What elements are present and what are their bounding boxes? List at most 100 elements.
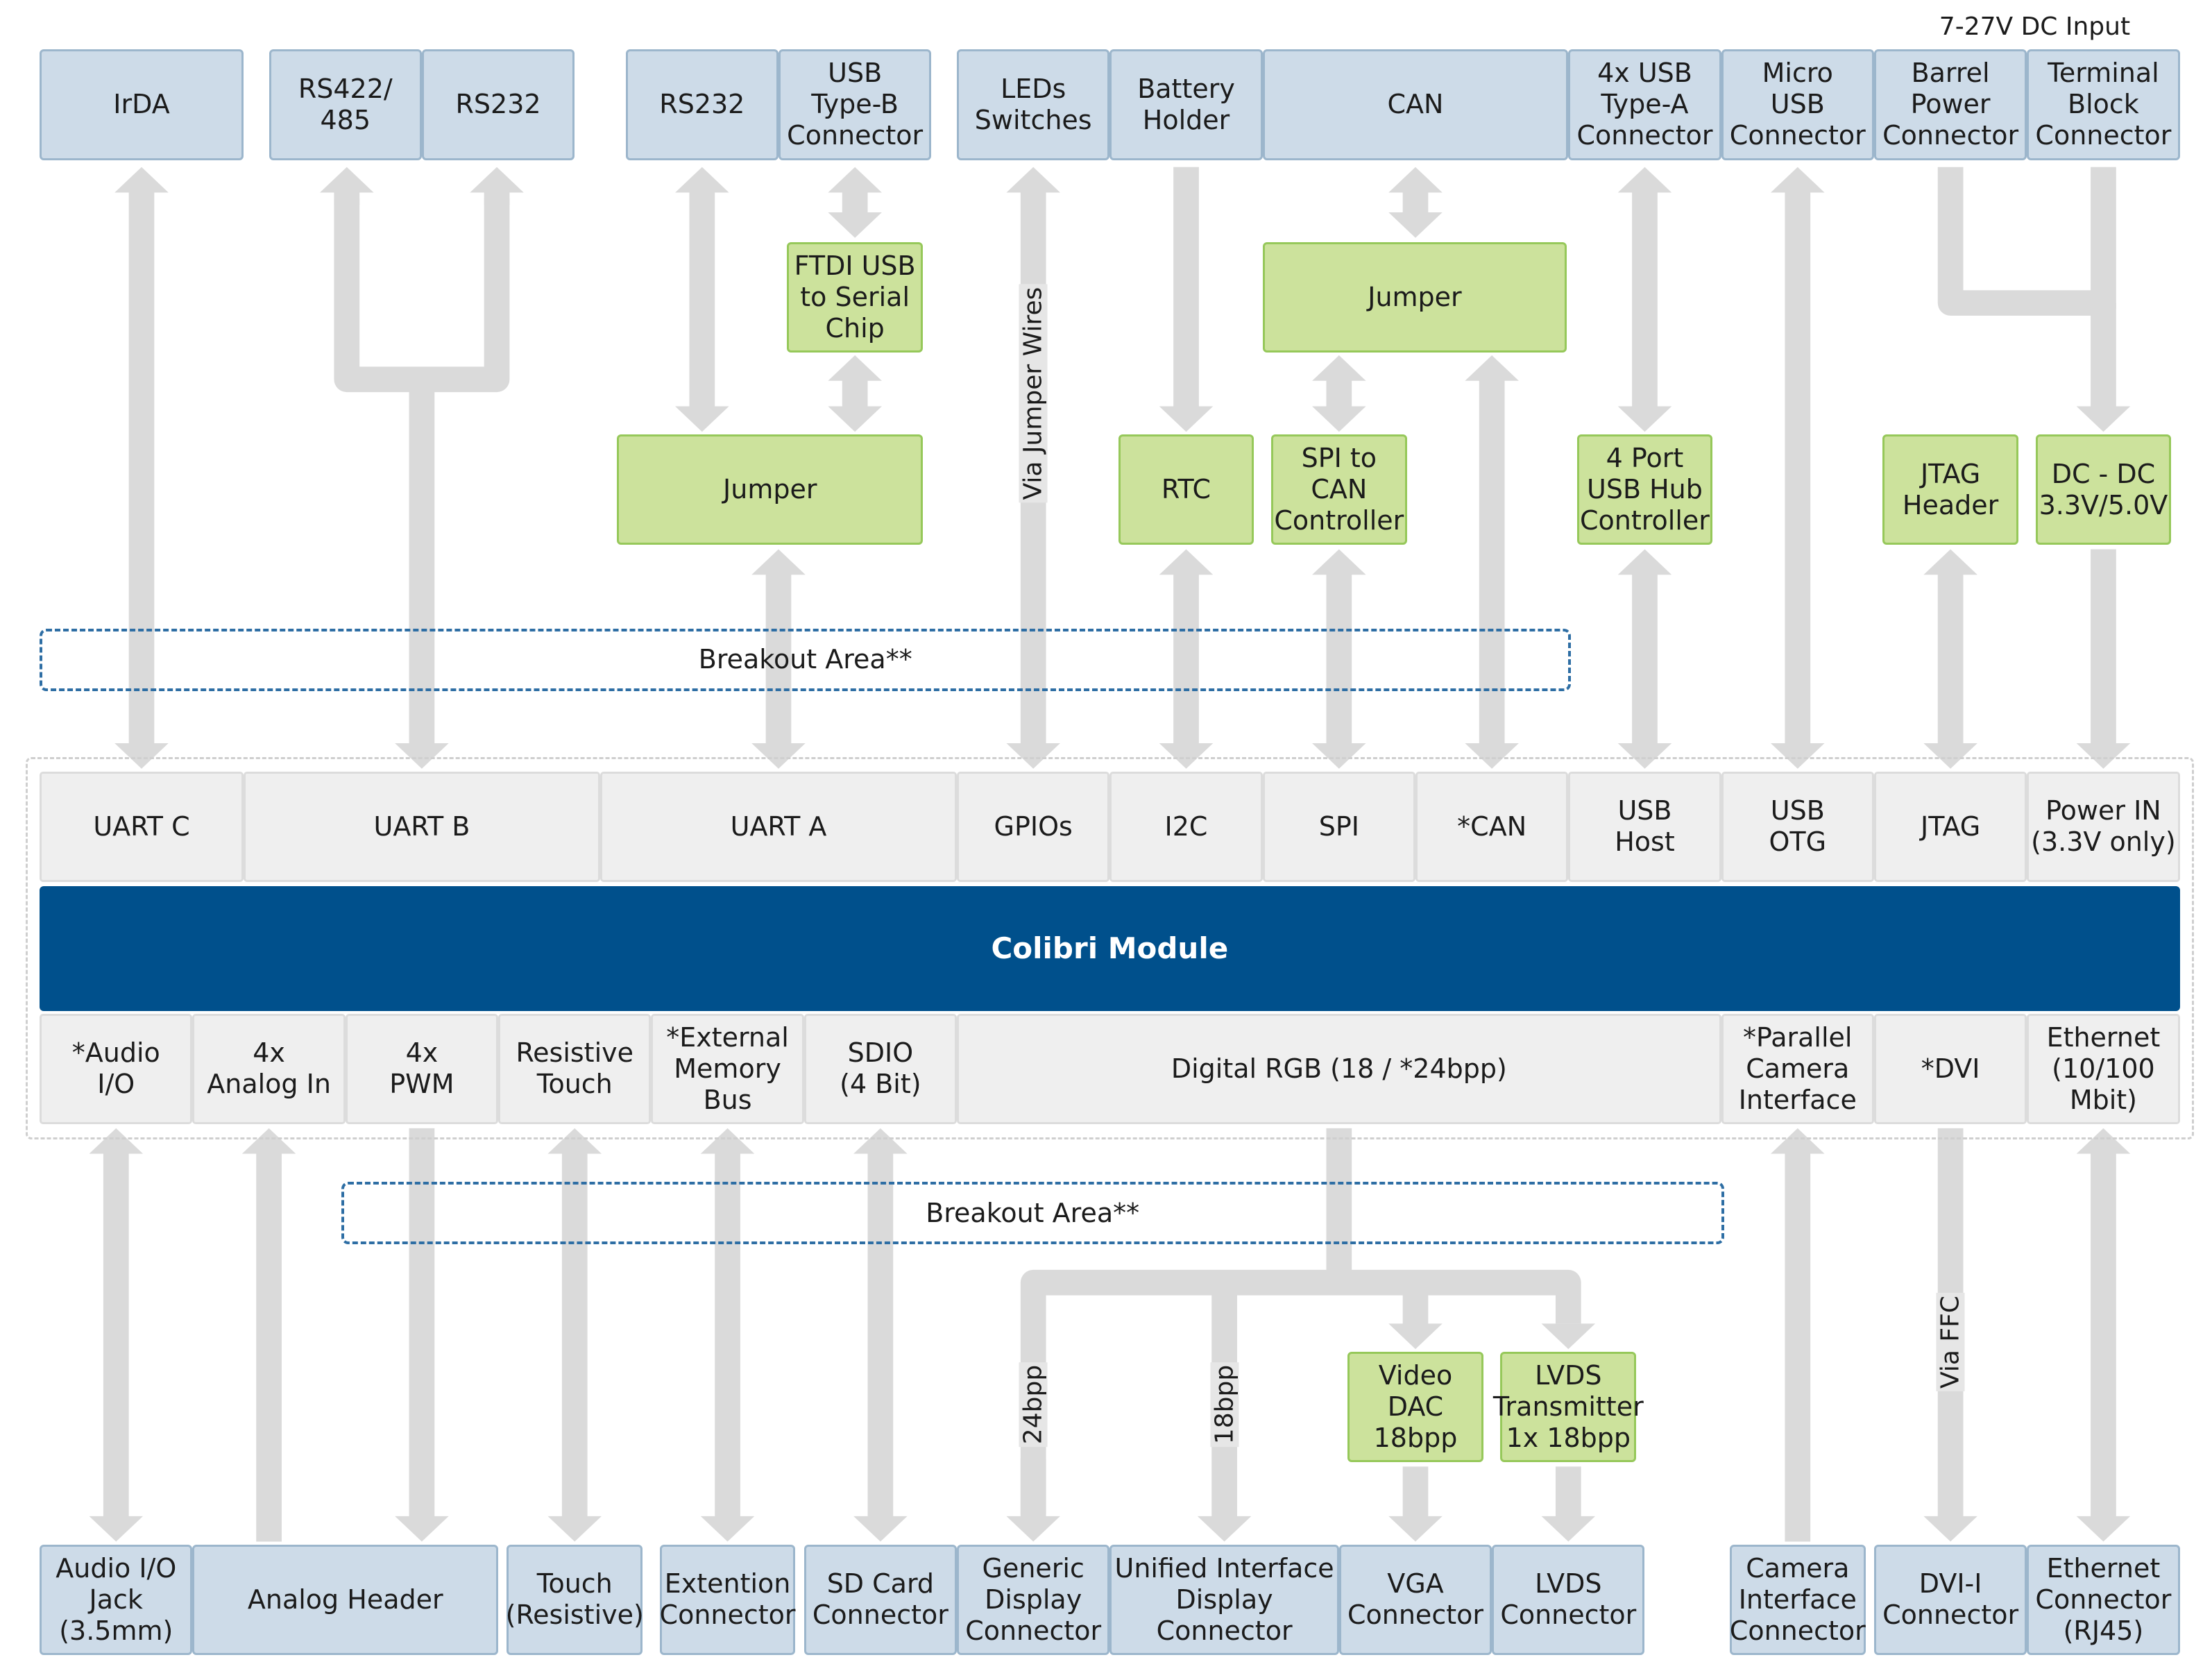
arrow-shaft bbox=[689, 189, 715, 409]
arrow-head bbox=[1006, 167, 1060, 193]
arrow-head bbox=[547, 1516, 602, 1542]
arrow-shaft bbox=[256, 1151, 282, 1542]
arrow-head bbox=[2076, 1516, 2131, 1542]
arrow-shaft bbox=[1632, 189, 1658, 409]
ftdi-chip: FTDI USB to Serial Chip bbox=[787, 241, 924, 353]
arrow-shaft bbox=[2091, 549, 2116, 747]
arrow-head bbox=[1617, 743, 1672, 769]
arrow-head bbox=[1388, 212, 1443, 238]
arrow-shaft bbox=[1632, 572, 1658, 747]
arrow-head bbox=[1006, 743, 1060, 769]
dc-dc-chip: DC - DC 3.3V/5.0V bbox=[2035, 434, 2172, 545]
arrow-head bbox=[89, 1128, 144, 1154]
arrow-head bbox=[114, 743, 169, 769]
arrow-shaft bbox=[1402, 189, 1429, 216]
resistive-touch-interface: Resistive Touch bbox=[498, 1013, 652, 1124]
arrow-head bbox=[395, 743, 449, 769]
arrow-head bbox=[675, 406, 729, 432]
rtc-chip: RTC bbox=[1118, 434, 1254, 545]
leds-switches-connector-box: LEDs Switches bbox=[957, 49, 1110, 160]
arrow-shaft bbox=[2091, 167, 2116, 309]
arrow-head bbox=[1388, 167, 1443, 193]
extention-connector-box: Extention Connector bbox=[660, 1544, 796, 1655]
arrow-head bbox=[1923, 549, 1977, 575]
arrow-head bbox=[1465, 355, 1519, 381]
jtag-header-chip: JTAG Header bbox=[1882, 434, 2019, 545]
arrow-head bbox=[547, 1128, 602, 1154]
arrow-shaft bbox=[1937, 572, 1964, 747]
arrow-shaft bbox=[1020, 1458, 1046, 1519]
uart-c-interface: UART C bbox=[40, 771, 244, 882]
arrow-head bbox=[2076, 406, 2131, 432]
arrow-head bbox=[89, 1516, 144, 1542]
arrow-head bbox=[241, 1128, 296, 1154]
analog-header-connector-box: Analog Header bbox=[192, 1544, 499, 1655]
spi-interface: SPI bbox=[1262, 771, 1415, 882]
arrow-shaft bbox=[1479, 378, 1505, 747]
arrow-head bbox=[1312, 406, 1366, 432]
arrow-head bbox=[1617, 406, 1672, 432]
arrow-head bbox=[1159, 743, 1214, 769]
arrow-head bbox=[1771, 743, 1825, 769]
arrow-shaft bbox=[1402, 1466, 1429, 1519]
18bpp-label: 18bpp bbox=[1210, 1362, 1239, 1447]
sdio-interface: SDIO (4 Bit) bbox=[803, 1013, 958, 1124]
arrow-head bbox=[700, 1516, 755, 1542]
arrow-head bbox=[828, 167, 882, 193]
breakout-area-top: Breakout Area** bbox=[40, 628, 1572, 691]
arrow-head bbox=[1771, 167, 1825, 193]
arrow-head bbox=[675, 167, 729, 193]
arrow-head bbox=[1388, 1323, 1443, 1350]
arrow-head bbox=[1159, 549, 1214, 575]
arrow-head bbox=[1312, 549, 1366, 575]
usb-otg-interface: USB OTG bbox=[1721, 771, 1874, 882]
gpios-interface: GPIOs bbox=[957, 771, 1110, 882]
arrow-head bbox=[1771, 1128, 1825, 1154]
ethernet-if-interface: Ethernet (10/100 Mbit) bbox=[2027, 1013, 2180, 1124]
arrow-head bbox=[1541, 1323, 1596, 1350]
arrow-head bbox=[1541, 1516, 1596, 1542]
jumper-can-chip: Jumper bbox=[1262, 241, 1567, 353]
arrow-shaft bbox=[1173, 572, 1199, 747]
camera-if-interface: *Parallel Camera Interface bbox=[1721, 1013, 1874, 1124]
colibri-module-boundary bbox=[25, 757, 2194, 1140]
usb-type-b-connector-box: USB Type-B Connector bbox=[779, 49, 932, 160]
generic-display-connector-box: Generic Display Connector bbox=[957, 1544, 1110, 1655]
spi-can-chip: SPI to CAN Controller bbox=[1270, 434, 1407, 545]
arrow-shaft bbox=[2091, 303, 2116, 409]
arrow-head bbox=[1159, 406, 1214, 432]
arrow-shaft bbox=[715, 1151, 740, 1519]
touch-connector-box: Touch (Resistive) bbox=[506, 1544, 644, 1655]
arrow-head bbox=[2076, 1128, 2131, 1154]
i2c-interface: I2C bbox=[1109, 771, 1263, 882]
arrow-shaft bbox=[128, 189, 155, 747]
uart-b-interface: UART B bbox=[243, 771, 600, 882]
usb-type-a-connector-box: 4x USB Type-A Connector bbox=[1568, 49, 1721, 160]
arrow-head bbox=[828, 212, 882, 238]
arrow-shaft bbox=[1555, 1466, 1581, 1519]
arrow-head bbox=[470, 167, 524, 193]
arrow-head bbox=[2076, 743, 2131, 769]
arrow-shaft bbox=[1785, 189, 1811, 747]
arrow-head bbox=[1312, 355, 1366, 381]
arrow-shaft bbox=[1326, 378, 1352, 409]
camera-conn-connector-box: Camera Interface Connector bbox=[1730, 1544, 1866, 1655]
usb-host-interface: USB Host bbox=[1568, 771, 1721, 882]
unified-display-connector-box: Unified Interface Display Connector bbox=[1109, 1544, 1339, 1655]
24bpp-label: 24bpp bbox=[1019, 1362, 1048, 1447]
irda-connector-box: IrDA bbox=[40, 49, 244, 160]
arrow-shaft bbox=[409, 379, 435, 747]
pwm-interface: 4x PWM bbox=[345, 1013, 499, 1124]
arrow-shaft bbox=[409, 1128, 435, 1519]
arrow-head bbox=[853, 1516, 908, 1542]
arrow-head bbox=[751, 549, 806, 575]
jtag-interface: JTAG bbox=[1873, 771, 2027, 882]
rs422-connector-box: RS422/ 485 bbox=[269, 49, 422, 160]
arrow-shaft bbox=[1173, 167, 1199, 409]
arrow-shaft bbox=[2091, 1151, 2116, 1519]
lvds-conn-connector-box: LVDS Connector bbox=[1492, 1544, 1645, 1655]
arrow-shaft bbox=[1402, 1282, 1429, 1327]
arrow-head bbox=[1617, 549, 1672, 575]
digital-rgb-interface: Digital RGB (18 / *24bpp) bbox=[957, 1013, 1721, 1124]
